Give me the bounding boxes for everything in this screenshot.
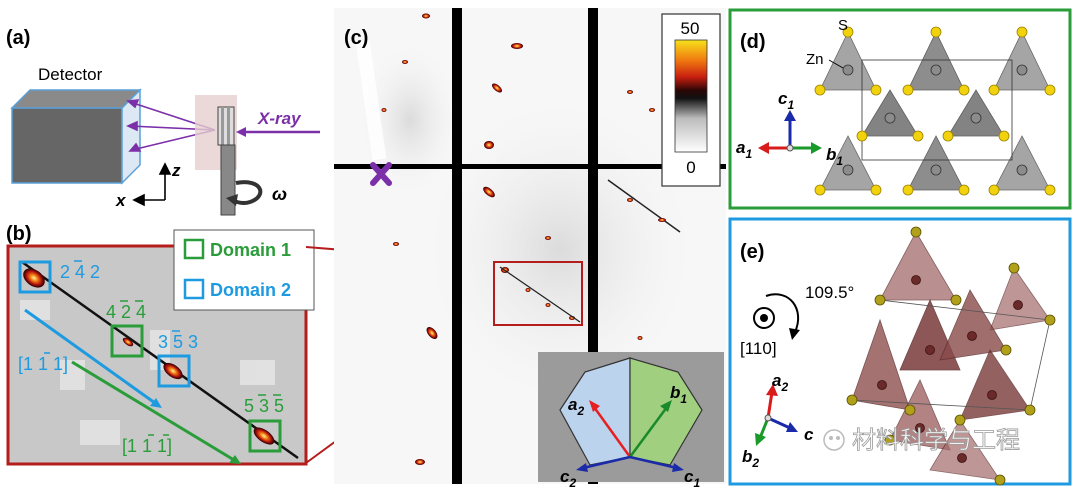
- colorbar-min-label: 0: [686, 158, 695, 177]
- peak-label-535: 5 3 5: [244, 396, 284, 416]
- panel-a-label: (a): [6, 27, 30, 49]
- zns-tetrahedra: [819, 31, 1051, 191]
- peak-label-353: 3 5 3: [158, 332, 198, 352]
- axes-domain1: [758, 110, 822, 154]
- inset-label-b1: b1: [670, 383, 687, 406]
- inset-label-a2: a2: [568, 395, 584, 418]
- inset-label-c2: c2: [560, 467, 576, 490]
- box-domain1-535: [248, 419, 282, 453]
- legend-swatch-domain1: [183, 238, 205, 260]
- box-domain1-424: [110, 324, 144, 358]
- omega-rotation-arrow: [231, 180, 263, 206]
- atom-label-s: S: [838, 17, 848, 34]
- watermark: 材料科学与工程: [823, 427, 1020, 454]
- panel-d: (d) S Zn: [728, 8, 1072, 210]
- panel-e-label: (e): [740, 241, 764, 263]
- inset-label-c1: c1: [684, 467, 700, 490]
- spot-353: [163, 362, 183, 380]
- panel-a: (a) Detector X-ray: [6, 27, 320, 216]
- direction-label-domain1: [1 1 1]: [122, 436, 172, 456]
- axis-label-c2-partial: c: [804, 425, 814, 444]
- domain-orientation-inset: [538, 352, 724, 482]
- peak-label-242: 2 4 2: [60, 262, 100, 282]
- xray-label: X-ray: [257, 109, 302, 128]
- box-domain2-242: [18, 260, 52, 294]
- zoom-region-box: [493, 261, 583, 326]
- direction-arrow-domain2: [24, 308, 156, 405]
- panel-e: (e) 109.5° [110]: [728, 217, 1072, 486]
- beamstop-vertical-2: [588, 8, 598, 484]
- spot-424: [122, 337, 134, 347]
- spot-535: [253, 427, 275, 445]
- axis-label-c1: c1: [778, 89, 794, 112]
- peak-label-424: 4 2 4: [106, 302, 146, 322]
- axis-z-label: z: [171, 161, 181, 180]
- panel-d-label: (d): [740, 31, 766, 53]
- detector-box: [10, 88, 142, 185]
- beam-center-marker: [370, 162, 392, 186]
- axes-domain2: [755, 384, 798, 446]
- axis-label-a1: a1: [736, 138, 752, 161]
- overbars: [74, 260, 281, 396]
- lab-axes: [132, 162, 172, 207]
- rotation-angle: 109.5°: [805, 283, 854, 302]
- rotation-arrow: [765, 293, 800, 333]
- box-domain2-353: [157, 354, 191, 388]
- diffraction-spots: [381, 13, 681, 465]
- direction-arrow-domain1: [71, 360, 235, 462]
- legend-label-domain2: Domain 2: [210, 280, 291, 300]
- colorbar-gradient: [674, 39, 708, 153]
- axis-label-a2: a2: [772, 371, 788, 394]
- beamstop-horizontal: [334, 164, 726, 169]
- detector-label: Detector: [38, 65, 103, 84]
- wurtzite-zn-atoms: [877, 275, 1023, 463]
- wurtzite-tetrahedra: [851, 231, 1051, 481]
- zn-atoms: [842, 64, 1028, 176]
- direction-label-domain2: [1 1 1]: [18, 354, 68, 374]
- beamstop-vertical-1: [452, 8, 462, 484]
- panel-c-label: (c): [344, 27, 368, 49]
- legend-swatch-domain2: [183, 278, 205, 300]
- wurtzite-s-atoms: [846, 226, 1056, 486]
- domain-legend: Domain 1 Domain 2: [173, 229, 315, 311]
- atom-label-zn: Zn: [806, 51, 824, 68]
- colorbar-max-label: 50: [681, 19, 700, 38]
- panel-c: (c): [334, 8, 726, 490]
- axis-x-label: x: [115, 191, 127, 210]
- watermark-text: 材料科学与工程: [852, 427, 1020, 454]
- spot-242: [23, 268, 45, 288]
- omega-label: ω: [272, 184, 287, 204]
- panel-b-label: (b): [6, 223, 32, 245]
- view-direction-label: [110]: [740, 339, 777, 358]
- axis-label-b2: b2: [742, 447, 759, 470]
- s-atoms: [814, 26, 1056, 196]
- legend-label-domain1: Domain 1: [210, 240, 291, 260]
- axis-label-b1: b1: [826, 145, 843, 168]
